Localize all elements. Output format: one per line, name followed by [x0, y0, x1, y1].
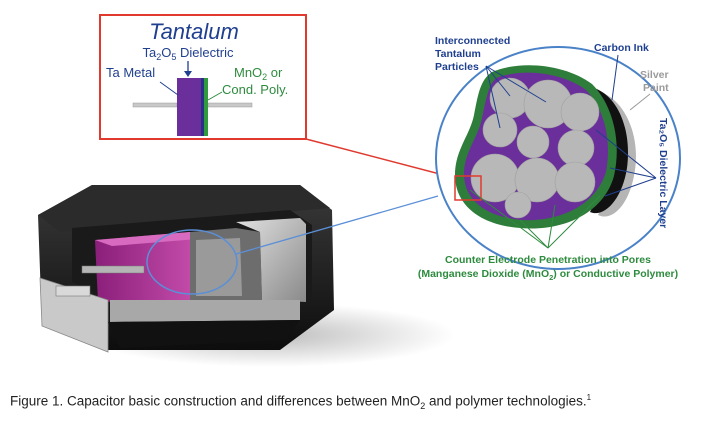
tantalum-particles	[470, 77, 600, 219]
particle	[516, 125, 550, 159]
detail-red-box	[454, 175, 482, 201]
anode-wire	[81, 265, 145, 274]
cathode-pointer	[207, 91, 223, 101]
cathode-label-line2: Cond. Poly.	[222, 82, 288, 97]
inset-lead-left	[132, 102, 178, 108]
penetration-label-1: Counter Electrode Penetration into Pores	[445, 254, 651, 266]
carbon-ink-label: Carbon Ink	[594, 42, 649, 54]
cathode-label-line1: MnO2 or	[234, 65, 283, 82]
shell-top	[38, 185, 330, 232]
particles-label-3: Particles	[435, 61, 479, 73]
right-terminal	[110, 300, 300, 322]
inset-cathode	[204, 78, 208, 136]
figure-caption: Figure 1. Capacitor basic construction a…	[10, 393, 592, 412]
penetration-label-2: (Manganese Dioxide (MnO2) or Conductive …	[418, 268, 678, 282]
capacitor-body	[38, 185, 455, 367]
particle	[554, 161, 596, 203]
inset-dielectric	[201, 78, 204, 136]
particle	[482, 112, 518, 148]
inset-ta-metal	[177, 78, 201, 136]
inset-connector-line	[305, 138, 456, 179]
inset-title: Tantalum	[149, 19, 239, 44]
zoom-connector-line	[235, 195, 439, 255]
particle	[557, 129, 595, 167]
zoom-circle	[146, 229, 238, 295]
dielectric-layer-label: Ta₂O₅ Dielectric Layer	[657, 118, 669, 228]
silver-paint-label-2: Paint	[643, 82, 669, 94]
ta-metal-label: Ta Metal	[106, 65, 155, 80]
pointer-lines	[485, 54, 657, 197]
silver-pointer	[629, 93, 651, 111]
tantalum-inset: Tantalum Ta2O5 Dielectric Ta Metal MnO2 …	[99, 14, 307, 140]
penetration-pointers	[469, 189, 601, 249]
particle	[560, 92, 600, 132]
bottom-edge	[108, 320, 300, 348]
left-terminal-slot	[55, 285, 91, 297]
pore-cross-section: Interconnected Tantalum Particles Carbon…	[418, 35, 681, 282]
inset-lead-right	[207, 102, 253, 108]
particles-label-2: Tantalum	[435, 48, 481, 60]
dielectric-arrowhead	[184, 71, 192, 77]
dielectric-label: Ta2O5 Dielectric	[143, 45, 234, 62]
metal-pointer	[159, 81, 179, 96]
particles-label-1: Interconnected	[435, 35, 510, 47]
silver-inner	[196, 238, 242, 296]
particle	[504, 191, 532, 219]
anode-top	[95, 232, 210, 246]
silver-paint-label-1: Silver	[640, 69, 669, 81]
